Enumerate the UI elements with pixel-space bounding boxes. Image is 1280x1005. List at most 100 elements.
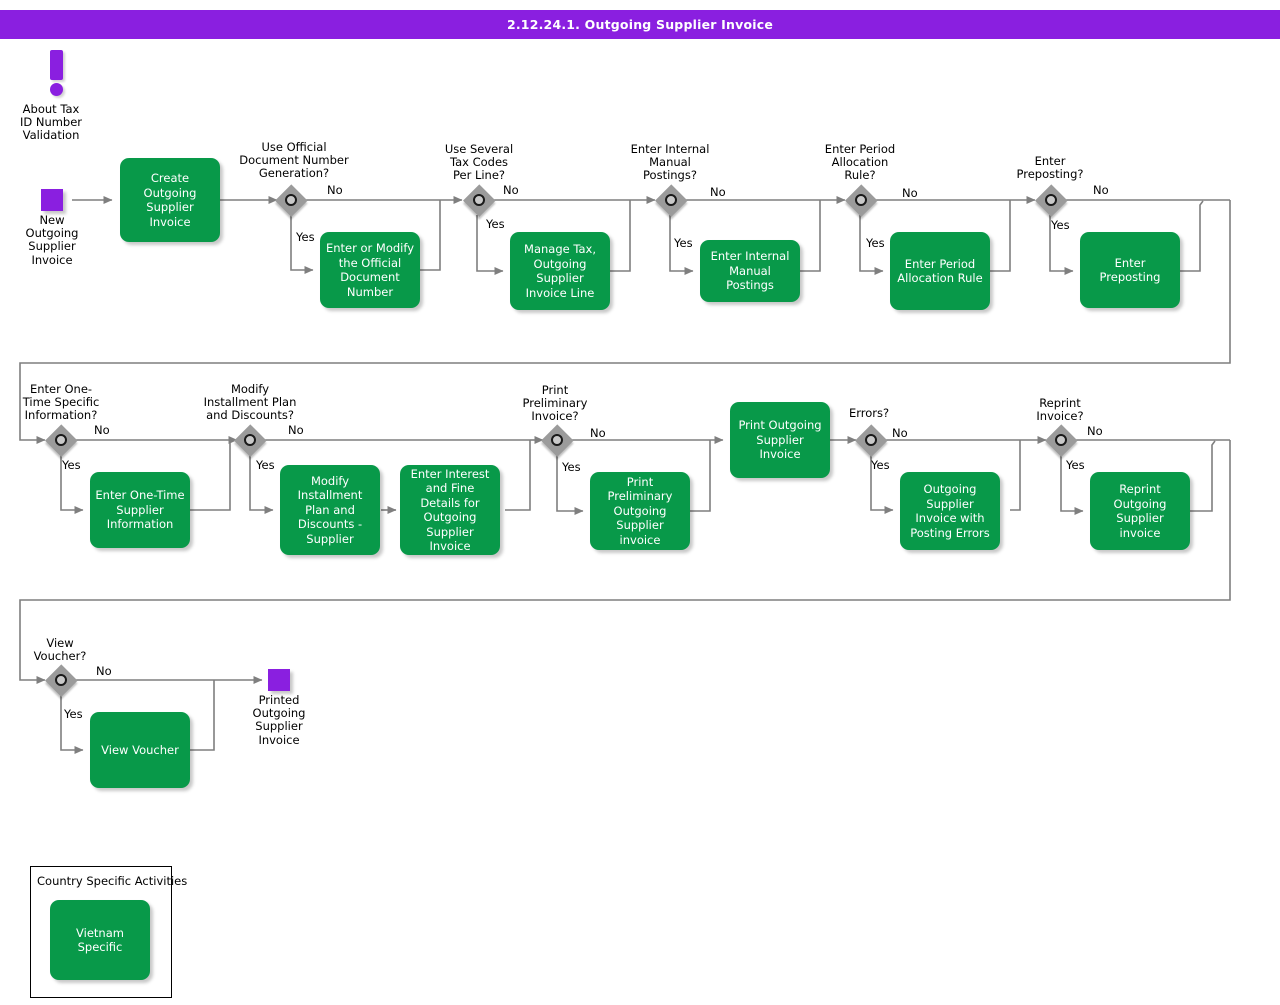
legend-activity-vietnam-specific[interactable]: Vietnam Specific — [50, 900, 150, 980]
d7-q-l3: and Discounts? — [206, 408, 294, 423]
d3-q-l3: Postings? — [643, 168, 697, 183]
activity-view-voucher[interactable]: View Voucher — [90, 712, 190, 788]
activity-enter-internal-manual-postings[interactable]: Enter Internal Manual Postings — [700, 240, 800, 302]
decision-use-official-document-number-generation[interactable] — [275, 184, 307, 216]
d8-no-label: No — [590, 426, 606, 440]
activity-enter-or-modify-official-document-number[interactable]: Enter or Modify the Official Document Nu… — [320, 232, 420, 308]
note-label-line2: ID Number — [19, 115, 83, 130]
decision-ring-icon — [473, 194, 485, 206]
decision-d2-question: Use Several Tax Codes Per Line? — [425, 142, 533, 183]
d11-yes-label: Yes — [64, 707, 83, 721]
decision-enter-period-allocation-rule[interactable] — [845, 184, 877, 216]
d11-q-l1: View — [46, 636, 74, 650]
d2-no-label: No — [503, 183, 519, 197]
end-label-l1: Printed — [258, 693, 300, 707]
d4-q-l1: Enter Period — [824, 142, 896, 156]
d7-yes-label: Yes — [256, 458, 275, 472]
decision-ring-icon — [865, 434, 877, 446]
activity-enter-interest-and-fine-details[interactable]: Enter Interest and Fine Details for Outg… — [400, 465, 500, 555]
activity-enter-preposting[interactable]: Enter Preposting — [1080, 232, 1180, 308]
d4-q-l2: Allocation — [831, 155, 889, 170]
d6-q-l1: Enter One- — [29, 382, 93, 396]
d3-no-label: No — [710, 185, 726, 199]
d2-q-l2: Tax Codes — [449, 155, 509, 170]
decision-d7-question: Modify Installment Plan and Discounts? — [190, 382, 310, 423]
decision-errors[interactable] — [855, 424, 887, 456]
d8-q-l3: Invoice? — [531, 409, 579, 424]
d3-q-l1: Enter Internal — [630, 142, 710, 156]
d11-q-l2: Voucher? — [33, 649, 87, 664]
terminator-start-label: New Outgoing Supplier Invoice — [2, 213, 102, 267]
decision-print-preliminary-invoice[interactable] — [541, 424, 573, 456]
d9-yes-label: Yes — [871, 458, 890, 472]
decision-ring-icon — [1055, 434, 1067, 446]
d10-q-l1: Reprint — [1039, 396, 1081, 410]
d1-q-l2: Document Number — [239, 153, 349, 168]
activity-print-preliminary-outgoing-supplier-invoice[interactable]: Print Preliminary Outgoing Supplier invo… — [590, 472, 690, 550]
decision-d11-question: View Voucher? — [10, 636, 110, 664]
d2-q-l1: Use Several — [444, 142, 514, 156]
decision-ring-icon — [244, 434, 256, 446]
exclamation-note-icon — [42, 50, 72, 98]
page-title: 2.12.24.1. Outgoing Supplier Invoice — [0, 10, 1280, 39]
decision-d6-question: Enter One- Time Specific Information? — [8, 382, 114, 423]
d8-q-l1: Print — [541, 383, 569, 397]
d6-no-label: No — [94, 423, 110, 437]
d6-q-l3: Information? — [24, 408, 98, 423]
d8-q-l2: Preliminary — [522, 396, 588, 411]
decision-ring-icon — [855, 194, 867, 206]
decision-ring-icon — [551, 434, 563, 446]
decision-ring-icon — [285, 194, 297, 206]
d1-q-l1: Use Official — [261, 140, 327, 154]
activity-create-outgoing-supplier-invoice[interactable]: Create Outgoing Supplier Invoice — [120, 158, 220, 242]
d4-yes-label: Yes — [866, 236, 885, 250]
note-label-line3: Validation — [22, 128, 80, 143]
decision-d9-question: Errors? — [849, 406, 949, 420]
decision-view-voucher[interactable] — [45, 664, 77, 696]
d4-q-l3: Rule? — [844, 168, 876, 183]
activity-manage-tax-outgoing-supplier-invoice-line[interactable]: Manage Tax, Outgoing Supplier Invoice Li… — [510, 232, 610, 310]
activity-modify-installment-plan-and-discounts-supplier[interactable]: Modify Installment Plan and Discounts - … — [280, 465, 380, 555]
note-bar — [50, 50, 63, 80]
d1-q-l3: Generation? — [258, 166, 330, 181]
terminator-end-label: Printed Outgoing Supplier Invoice — [229, 693, 329, 747]
decision-enter-one-time-specific-information[interactable] — [45, 424, 77, 456]
decision-d10-question: Reprint Invoice? — [1010, 396, 1110, 424]
activity-print-outgoing-supplier-invoice[interactable]: Print Outgoing Supplier Invoice — [730, 402, 830, 478]
start-label-l2: Outgoing — [25, 226, 79, 241]
decision-d1-question: Use Official Document Number Generation? — [230, 140, 358, 181]
decision-ring-icon — [55, 674, 67, 686]
activity-outgoing-supplier-invoice-with-posting-errors[interactable]: Outgoing Supplier Invoice with Posting E… — [900, 472, 1000, 550]
decision-use-several-tax-codes-per-line[interactable] — [463, 184, 495, 216]
terminator-printed-outgoing-supplier-invoice[interactable] — [268, 669, 290, 691]
d1-yes-label: Yes — [296, 230, 315, 244]
decision-d5-question: Enter Preposting? — [1000, 154, 1100, 181]
decision-d4-question: Enter Period Allocation Rule? — [805, 142, 915, 183]
d6-yes-label: Yes — [62, 458, 81, 472]
decision-enter-internal-manual-postings[interactable] — [655, 184, 687, 216]
d2-yes-label: Yes — [486, 217, 505, 231]
activity-reprint-outgoing-supplier-invoice[interactable]: Reprint Outgoing Supplier invoice — [1090, 472, 1190, 550]
activity-enter-period-allocation-rule[interactable]: Enter Period Allocation Rule — [890, 232, 990, 310]
end-label-l4: Invoice — [258, 732, 300, 747]
decision-reprint-invoice[interactable] — [1045, 424, 1077, 456]
decision-modify-installment-plan-and-discounts[interactable] — [234, 424, 266, 456]
d10-q-l2: Invoice? — [1036, 409, 1084, 424]
note-label: About Tax ID Number Validation — [0, 102, 106, 143]
d3-q-l2: Manual — [649, 155, 691, 170]
note-label-line1: About Tax — [22, 102, 80, 116]
d5-q-l1: Enter — [1034, 154, 1066, 168]
terminator-new-outgoing-supplier-invoice[interactable] — [41, 189, 63, 211]
decision-ring-icon — [665, 194, 677, 206]
d2-q-l3: Per Line? — [452, 168, 506, 183]
end-label-l3: Supplier — [255, 719, 303, 734]
decision-enter-preposting[interactable] — [1035, 184, 1067, 216]
decision-d8-question: Print Preliminary Invoice? — [505, 383, 605, 424]
decision-d3-question: Enter Internal Manual Postings? — [615, 142, 725, 183]
activity-enter-one-time-supplier-information[interactable]: Enter One-Time Supplier Information — [90, 472, 190, 548]
d6-q-l2: Time Specific — [22, 395, 100, 410]
d9-no-label: No — [892, 426, 908, 440]
start-label-l3: Supplier — [28, 239, 76, 254]
